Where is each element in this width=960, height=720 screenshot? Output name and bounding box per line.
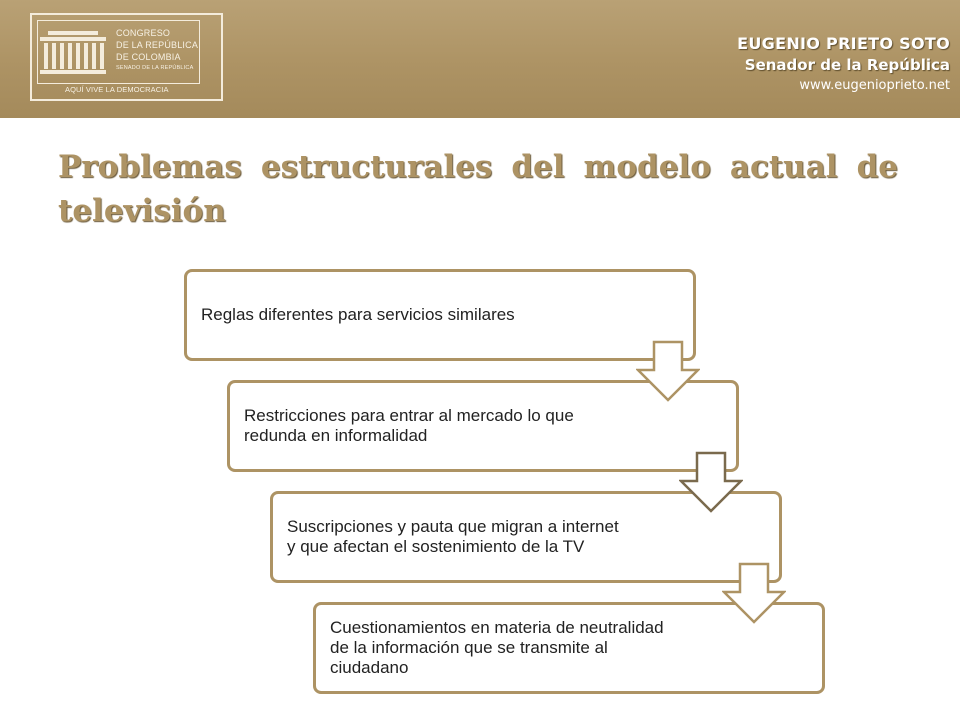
congress-logo: CONGRESO DE LA REPÚBLICA DE COLOMBIA SEN…	[30, 13, 223, 101]
slide-title: Problemas estructurales del modelo actua…	[58, 149, 898, 229]
logo-line-3: DE COLOMBIA	[116, 52, 181, 62]
process-step-1-text: Reglas diferentes para servicios similar…	[201, 305, 515, 324]
process-step-3: Suscripciones y pauta que migran a inter…	[270, 491, 782, 583]
process-step-4: Cuestionamientos en materia de neutralid…	[313, 602, 825, 694]
logo-tagline: AQUÍ VIVE LA DEMOCRACIA	[65, 85, 169, 94]
down-arrow-icon	[636, 340, 700, 402]
process-step-2-text: Restricciones para entrar al mercado lo …	[244, 406, 574, 445]
process-step-3-text: Suscripciones y pauta que migran a inter…	[287, 517, 619, 556]
senator-block: EUGENIO PRIETO SOTO Senador de la Repúbl…	[737, 34, 950, 93]
process-step-4-text: Cuestionamientos en materia de neutralid…	[330, 618, 664, 677]
logo-line-2: DE LA REPÚBLICA	[116, 40, 199, 50]
process-step-2: Restricciones para entrar al mercado lo …	[227, 380, 739, 472]
logo-frame	[37, 20, 200, 84]
logo-line-4: SENADO DE LA REPÚBLICA	[116, 65, 194, 71]
header-banner: CONGRESO DE LA REPÚBLICA DE COLOMBIA SEN…	[0, 0, 960, 118]
down-arrow-icon	[679, 451, 743, 513]
down-arrow-icon	[722, 562, 786, 624]
senator-role: Senador de la República	[744, 56, 950, 74]
process-step-1: Reglas diferentes para servicios similar…	[184, 269, 696, 361]
building-logo-icon	[40, 31, 106, 74]
senator-name: EUGENIO PRIETO SOTO	[737, 34, 950, 53]
logo-line-1: CONGRESO	[116, 28, 171, 38]
website-link[interactable]: www.eugenioprieto.net	[799, 78, 950, 93]
